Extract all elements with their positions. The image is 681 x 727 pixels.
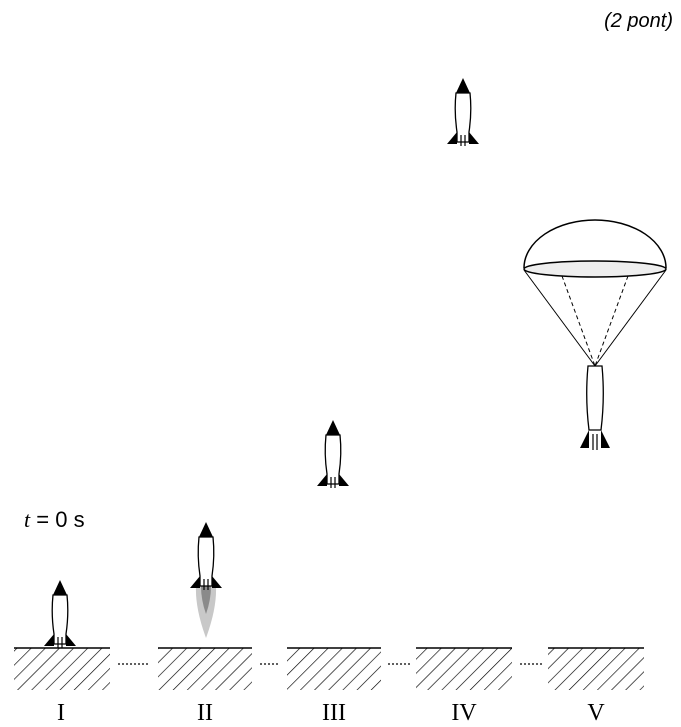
ground-strip-3 [287,647,381,690]
time-unit: s [73,507,85,532]
parachute [523,219,667,367]
ground-strip-2 [158,647,252,690]
exhaust-flame [195,586,217,638]
ground-strip-1 [14,647,110,690]
stage-label-2: II [197,700,213,726]
stage-label-5: V [587,700,605,726]
stage-label-1: I [57,700,65,726]
ground-strip-4 [416,647,512,690]
points-label: (2 pont) [604,10,673,32]
stage-label-3: III [322,700,346,726]
time-equals: = [36,507,50,532]
time-value: 0 [55,507,68,532]
stage-label-4: IV [451,700,477,726]
time-variable: t [24,507,31,532]
time-label: t = 0 s [24,507,85,533]
rocket-stage-3 [316,419,350,489]
rocket-stage-2 [189,521,223,591]
ground-strip-5 [548,647,644,690]
rocket-stage-1 [43,579,77,649]
rocket-stage-4 [446,77,480,147]
rocket-stage-5 [580,365,610,450]
